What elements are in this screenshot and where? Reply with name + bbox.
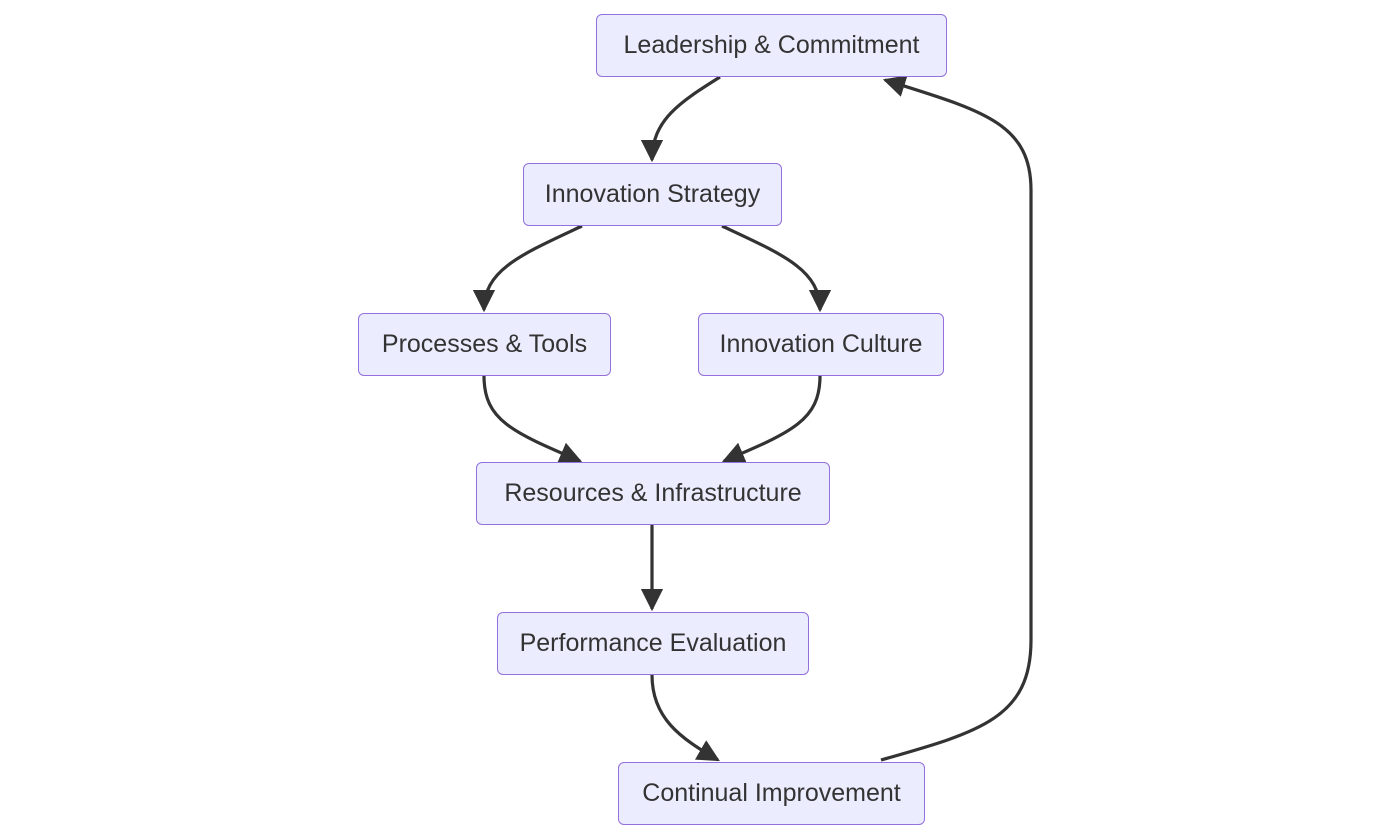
edge-performance-to-improvement [650, 674, 720, 762]
edge-leadership-to-strategy [640, 75, 721, 163]
node-leadership-commitment: Leadership & Commitment [596, 14, 947, 77]
node-processes-tools: Processes & Tools [358, 313, 611, 376]
node-innovation-culture: Innovation Culture [698, 313, 944, 376]
node-continual-improvement: Continual Improvement [618, 762, 925, 825]
edge-strategy-to-processes [472, 224, 583, 313]
edge-improvement-to-leadership [880, 75, 1033, 762]
edge-processes-to-resources [482, 375, 583, 464]
node-resources-infrastructure: Resources & Infrastructure [476, 462, 830, 525]
edge-strategy-to-culture [721, 224, 832, 313]
node-innovation-strategy: Innovation Strategy [523, 163, 782, 226]
edge-culture-to-resources [721, 375, 822, 464]
node-performance-evaluation: Performance Evaluation [497, 612, 809, 675]
